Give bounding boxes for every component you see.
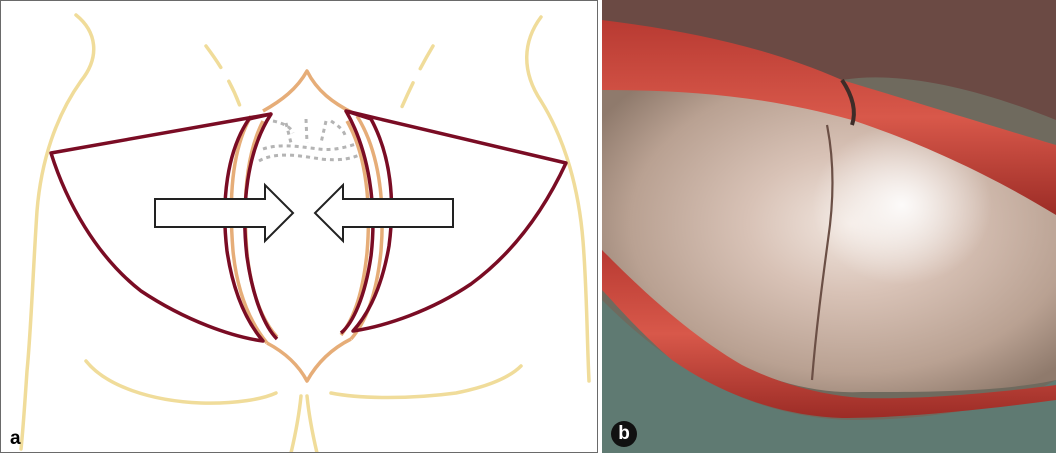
arrow-left-icon <box>315 185 453 241</box>
surgical-photo <box>602 0 1056 453</box>
left-iliac-dash <box>206 46 241 109</box>
gluteal-cleft-right <box>307 396 317 453</box>
panel-label-a: a <box>10 429 21 448</box>
fat-tip-bottom <box>267 339 351 381</box>
flap-outlines <box>51 111 566 341</box>
panel-a-illustration: a <box>0 0 598 453</box>
flap-schematic <box>1 1 598 453</box>
right-buttock-curve <box>331 366 521 398</box>
right-flank-outline <box>527 17 589 381</box>
right-iliac-dash <box>401 46 433 109</box>
gluteal-cleft-left <box>291 396 301 453</box>
panel-b-photo: b <box>602 0 1056 453</box>
left-flank-outline <box>21 15 94 449</box>
fat-tip-top <box>263 71 353 113</box>
left-buttock-curve <box>86 361 276 403</box>
panel-label-b: b <box>611 421 637 447</box>
advancement-arrows <box>155 185 453 241</box>
body-outline <box>21 15 589 453</box>
